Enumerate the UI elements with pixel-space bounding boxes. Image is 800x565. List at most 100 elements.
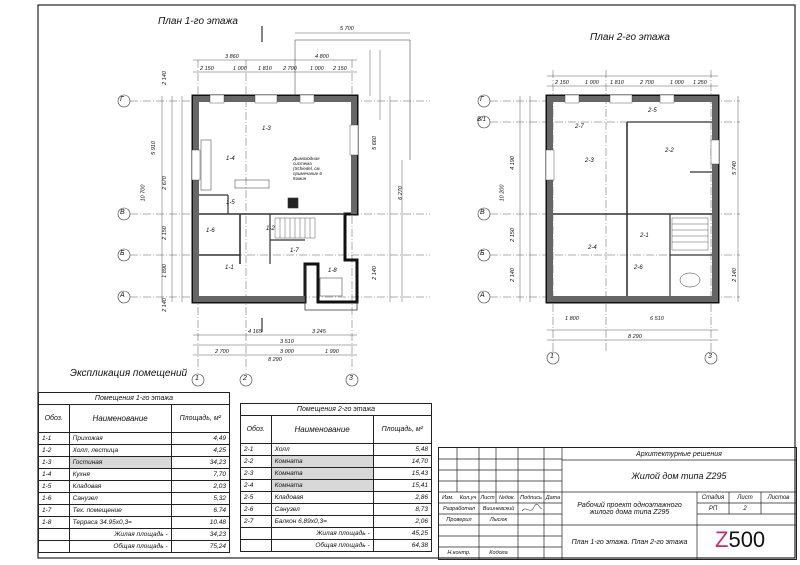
plan2-room-tag: 2-5: [648, 108, 657, 114]
plan1-room-tag: 1-1: [225, 265, 234, 271]
plan1-dim: 2 140: [371, 266, 378, 280]
plan1-axis-bubbles: [117, 94, 359, 387]
plan1-dim: 2 140: [161, 71, 168, 85]
stamp-sheet: 2: [743, 505, 747, 512]
plan2-dim: 2 140: [731, 268, 738, 282]
table1-header: Наименование: [68, 404, 172, 433]
table2-header: Обоз.: [240, 415, 272, 444]
cell: 45,25: [372, 527, 433, 540]
cell: 5,48: [372, 443, 433, 456]
stamp-sheet-label: Лист: [737, 494, 753, 501]
table1-header: Обоз.: [38, 404, 70, 433]
plan1-dim: 2 150: [161, 226, 168, 240]
cell: 1-3: [38, 456, 70, 469]
plan1-dim: 1 990: [325, 349, 339, 355]
cell: 7,70: [170, 468, 231, 481]
cell: 14,70: [372, 455, 433, 468]
table2-caption: Помещения 2-го этажа: [240, 403, 432, 416]
stamp-role: Н.контр.: [447, 550, 471, 556]
plan1-room-tag: 1-4: [226, 156, 235, 162]
plan1-dim: 2 150: [200, 66, 214, 72]
company-logo: Z500: [715, 527, 765, 553]
plan2-dim: 2 700: [640, 80, 654, 86]
plan1-room-tag: 1-3: [262, 126, 271, 132]
cell: Комната: [270, 467, 374, 480]
stamp-sheets-label: Листов: [767, 494, 790, 501]
table1-caption: Помещения 1-го этажа: [38, 392, 230, 405]
stamp-project: Рабочий проект одноэтажного жилого дома …: [577, 501, 682, 516]
cell: 10.48: [170, 516, 231, 529]
plan1-room-tag: 1-6: [206, 228, 215, 234]
cell: 1-5: [38, 480, 70, 493]
plan1-dim: 5 660: [371, 136, 378, 150]
cell: Прихожая: [68, 432, 172, 445]
stamp-stage-label: Стадия: [701, 494, 725, 501]
cell: 1-8: [38, 516, 70, 529]
stamp-col-header: №док.: [498, 494, 516, 501]
plan2-axis: А: [480, 292, 485, 299]
stamp-role: Проверил: [446, 516, 472, 523]
plan2-dim: 8 290: [628, 334, 642, 340]
plan2-dim: 1 250: [693, 80, 707, 86]
plan1-axis-1: 1: [195, 375, 199, 382]
plan2-axis: 1: [550, 353, 554, 360]
stamp-arch: Архитектурные решения: [636, 450, 722, 458]
plan1-dim: 2 150: [333, 66, 347, 72]
explication-title: Экспликация помещений: [70, 368, 188, 379]
cell: Общая площадь -: [270, 539, 374, 552]
cell: Общая площадь -: [68, 540, 172, 553]
plan1-room-tag: 1-8: [328, 268, 337, 274]
cell: Гостиная: [68, 456, 172, 469]
cell: 5,32: [170, 492, 231, 505]
plan2-axis: Б: [480, 250, 485, 257]
plan2-dim: 1 810: [610, 80, 624, 86]
table2-header: Наименование: [270, 415, 374, 444]
plan2-axis: Г: [480, 96, 484, 103]
plan2-dim: 5 740: [731, 161, 738, 175]
plan2-dim: 2 150: [509, 228, 516, 242]
cell: 8,73: [372, 503, 433, 516]
plan1-dim: 2 700: [215, 349, 229, 355]
plan2-title: План 2-го этажа: [590, 32, 670, 43]
title-block: Архитектурные решения Жилой дом типа Z29…: [438, 447, 797, 560]
table-total-row: Общая площадь -64,38: [240, 539, 433, 552]
stamp-col-header: Дата: [545, 494, 561, 501]
plan1-dim: 5 910: [150, 141, 157, 155]
cell: 1-6: [38, 492, 70, 505]
signature-marks: [521, 503, 543, 512]
cell: 1-7: [38, 504, 70, 517]
plan2-room-tag: 2-1: [640, 233, 649, 239]
cell: 2,06: [372, 515, 433, 528]
cell: 2,03: [170, 480, 231, 493]
plan2-dim: 10 200: [499, 184, 506, 202]
cell: 75,24: [170, 540, 231, 553]
plan1-dim: 10 700: [140, 184, 147, 202]
table2-header: Площадь, м²: [372, 415, 433, 444]
cell: 2-5: [240, 491, 272, 504]
plan2-dim: 1 000: [585, 80, 599, 86]
table-total-row: Жилая площадь -45,25: [240, 527, 433, 540]
cell: 1-1: [38, 432, 70, 445]
stamp-sheet-title: План 1-го этажа. План 2-го этажа: [571, 538, 688, 546]
plan1-axis-g: Г: [120, 96, 124, 103]
plan2-room-tag: 2-2: [665, 148, 674, 154]
plan1-axis-a: А: [120, 292, 125, 299]
stamp-col-header: Подпись: [520, 494, 542, 501]
cell: 4,49: [170, 432, 231, 445]
cell: 64,38: [372, 539, 433, 552]
cell: 2,86: [372, 491, 433, 504]
stamp-house: Жилой дом типа Z295: [631, 471, 727, 481]
plan1-dim: 5 700: [340, 26, 354, 32]
logo-z: Z: [715, 527, 729, 552]
plan2-axis-bubbles: [477, 94, 718, 365]
chimney-note: Дымоходная система (Schiedel, см. примеч…: [293, 156, 322, 181]
